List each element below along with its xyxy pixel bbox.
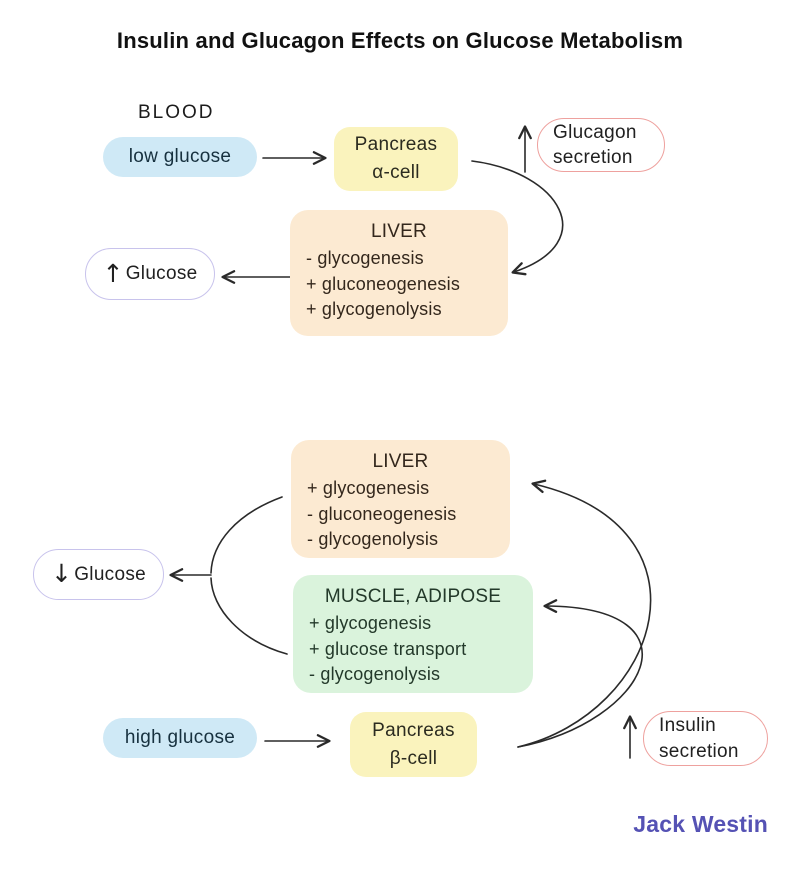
liver-glucagon-effect: - glycogenesis [306,248,424,268]
liver-insulin-effect: - gluconeogenesis [307,503,457,524]
glucagon-secretion-pill: Glucagon secretion [537,118,665,172]
brace-liver-to-junction [210,496,283,574]
insulin-name: Insulin [659,715,717,737]
high-glucose-pill: high glucose [103,718,257,758]
brand-logo-text: Jack Westin [633,811,768,837]
pancreas-beta-cell-box: Pancreas β-cell [350,712,477,777]
low-glucose-label: low glucose [128,146,232,167]
glucose-up-label: Glucose [125,263,198,284]
liver-glucagon-effect: + gluconeogenesis [306,273,461,294]
liver-insulin-box: LIVER + glycogenesis - gluconeogenesis -… [291,440,510,558]
muscle-adipose-effect: + glycogenesis [309,613,432,633]
glucose-up-pill: ↑ Glucose [85,248,215,300]
glucose-down-pill: ↓ Glucose [33,549,164,600]
pancreas-alpha-cell-box: Pancreas α-cell [334,127,458,191]
liver-glucagon-box: LIVER - glycogenesis + gluconeogenesis +… [290,210,508,336]
muscle-adipose-box: MUSCLE, ADIPOSE + glycogenesis + glucose… [293,575,533,693]
arrow-beta-cell-to-liver [517,479,652,748]
down-arrow-icon: ↓ [50,559,73,588]
pancreas-beta-cell: β-cell [389,747,438,769]
muscle-adipose-effect: - glycogenolysis [309,664,441,685]
brace-muscle-to-junction [210,577,288,655]
arrow-beta-cell-to-muscle [517,599,644,748]
glucagon-name: Glucagon [553,121,637,143]
glucose-down-label: Glucose [74,563,147,585]
liver-insulin-effect: - glycogenolysis [307,529,439,550]
low-glucose-pill: low glucose [103,137,257,177]
up-arrow-icon: ↑ [102,258,124,288]
pancreas-beta-organ: Pancreas [372,719,455,741]
liver-glucagon-effect: + glycogenolysis [306,299,442,320]
high-glucose-label: high glucose [124,727,236,748]
diagram-title: Insulin and Glucagon Effects on Glucose … [116,28,684,53]
insulin-secretion-pill: Insulin secretion [643,711,768,766]
liver-insulin-title: LIVER [372,451,429,472]
insulin-action: secretion [659,740,739,762]
muscle-adipose-effect: + glucose transport [309,638,467,659]
liver-glucagon-title: LIVER [371,221,427,242]
glucagon-action: secretion [553,147,633,168]
muscle-adipose-title: MUSCLE, ADIPOSE [324,586,502,607]
blood-label: BLOOD [138,102,215,123]
pancreas-alpha-cell: α-cell [372,162,420,183]
liver-insulin-effect: + glycogenesis [307,478,430,498]
pancreas-alpha-organ: Pancreas [354,134,438,156]
